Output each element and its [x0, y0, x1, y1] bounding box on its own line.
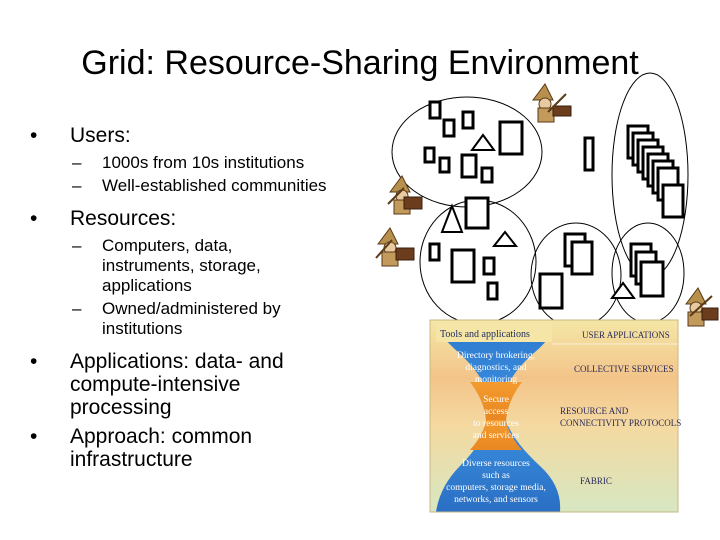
- layer-user-applications: USER APPLICATIONS: [582, 330, 670, 340]
- user-figure-icon: [387, 175, 423, 215]
- bullet-text: Approach: common infrastructure: [70, 425, 253, 471]
- sub-bullet: – Owned/administered by institutions: [30, 299, 292, 339]
- dash-glyph: –: [72, 153, 82, 172]
- dash-glyph: –: [72, 176, 82, 195]
- hg-upper-3: monitoring: [475, 375, 517, 385]
- bullet-applications: • Applications: data- and compute-intensi…: [30, 350, 320, 419]
- bullet-text: Users:: [70, 124, 131, 147]
- hourglass-diagram: Directory brokering, diagnostics, and mo…: [429, 319, 681, 513]
- hg-bottom-2: such as: [482, 471, 510, 481]
- hg-upper-2: diagnostics, and: [465, 363, 526, 373]
- resource-shapes: [538, 232, 665, 310]
- slide-title: Grid: Resource-Sharing Environment: [81, 44, 639, 82]
- hg-bottom-4: networks, and sensors: [454, 495, 538, 505]
- hg-mid-4: and services: [473, 431, 520, 441]
- server-stack: [626, 124, 685, 219]
- hg-mid-2: access: [484, 407, 509, 417]
- bullet-users: • Users:: [30, 124, 390, 147]
- sub-bullet-text: Computers, data, instruments, storage, a…: [102, 236, 261, 295]
- resource-shapes: [423, 100, 595, 301]
- dash-glyph: –: [72, 299, 82, 318]
- hg-upper-1: Directory brokering,: [457, 351, 535, 361]
- sub-bullet: – Computers, data, instruments, storage, …: [30, 236, 292, 296]
- sub-bullet: – Well-established communities: [30, 176, 390, 196]
- sub-bullet-text: Well-established communities: [102, 176, 327, 195]
- sub-bullet-text: Owned/administered by institutions: [102, 299, 281, 338]
- layer-resource-1: RESOURCE AND: [560, 406, 629, 416]
- bullet-approach: • Approach: common infrastructure: [30, 425, 290, 471]
- sub-bullet: – 1000s from 10s institutions: [30, 153, 390, 173]
- bullet-glyph: •: [30, 124, 38, 147]
- bullet-text: Applications: data- and compute-intensiv…: [70, 350, 284, 419]
- user-figure-icon: [375, 227, 415, 267]
- user-figure-icon: [532, 83, 572, 123]
- dash-glyph: –: [72, 236, 82, 255]
- layer-resource-2: CONNECTIVITY PROTOCOLS: [560, 418, 681, 428]
- bullet-glyph: •: [30, 425, 38, 448]
- hg-bottom-3: computers, storage media,: [446, 483, 546, 493]
- layer-collective-services: COLLECTIVE SERVICES: [574, 364, 674, 374]
- user-figure-icon: [685, 287, 719, 327]
- bullet-text: Resources:: [70, 207, 177, 230]
- bullet-glyph: •: [30, 350, 38, 373]
- bullet-list: • Users: – 1000s from 10s institutions – We…: [30, 124, 390, 477]
- hg-mid-3: to resources: [473, 419, 519, 429]
- hg-bottom-1: Diverse resources: [462, 459, 530, 469]
- hg-top-label: Tools and applications: [440, 329, 530, 340]
- bullet-glyph: •: [30, 207, 38, 230]
- bullet-resources: • Resources:: [30, 207, 390, 230]
- sub-bullet-text: 1000s from 10s institutions: [102, 153, 305, 172]
- hg-mid-1: Secure: [483, 395, 509, 405]
- layer-fabric: FABRIC: [580, 476, 612, 486]
